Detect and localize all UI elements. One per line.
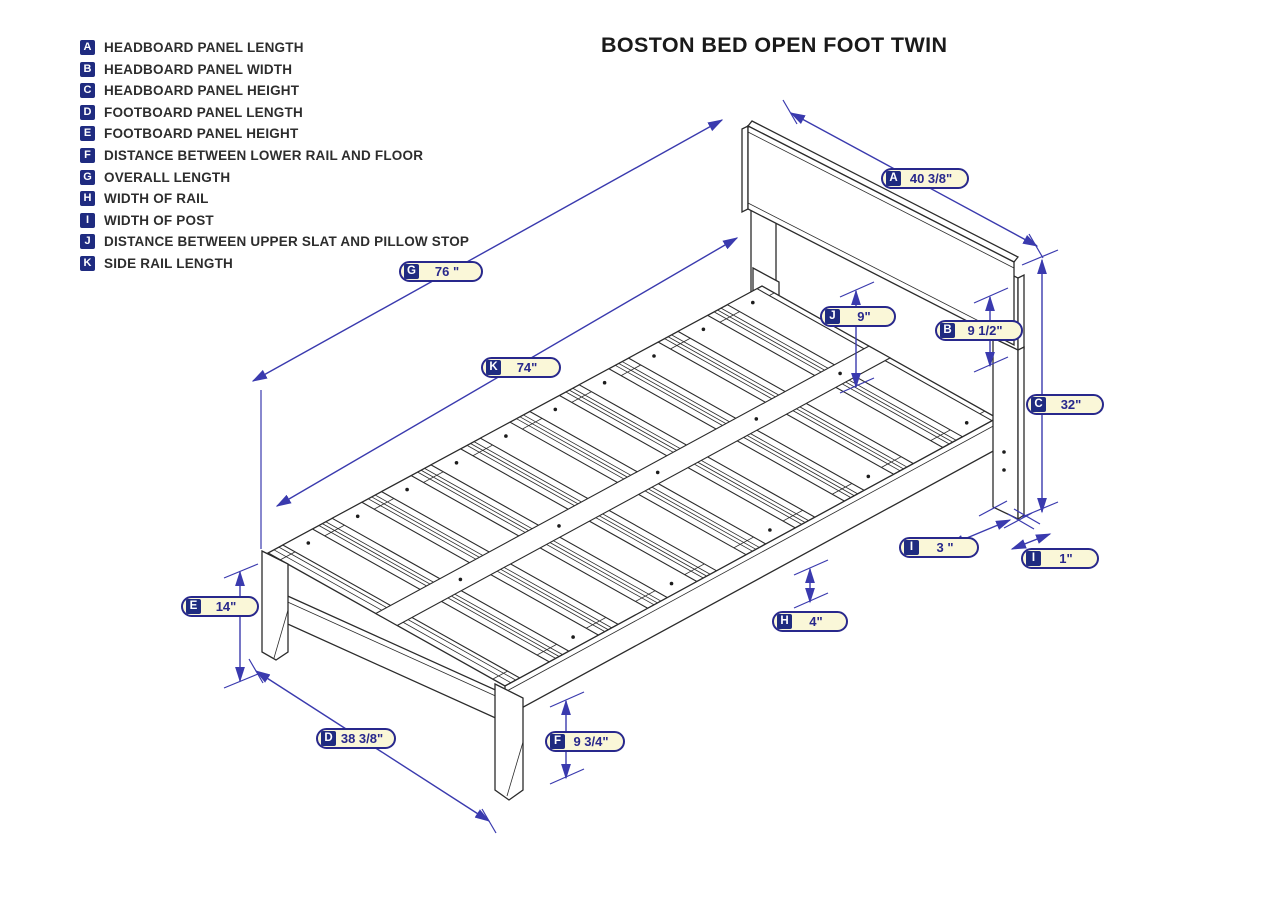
legend-badge-f: F (80, 147, 95, 163)
foot-leg-far (261, 549, 289, 661)
dim-label-k: K 74" (481, 357, 561, 378)
legend-badge-k: K (80, 255, 95, 271)
dim-label-f: F 9 3/4" (545, 731, 625, 752)
dim-label-i-post-width: I 3 " (899, 537, 979, 558)
dim-label-d: D 38 3/8" (316, 728, 396, 749)
dim-badge-g: G (404, 264, 419, 279)
dim-badge-i-post-width: I (904, 540, 919, 555)
legend-badge-h: H (80, 191, 95, 207)
legend-badge-c: C (80, 83, 95, 99)
dim-label-a: A 40 3/8" (881, 168, 969, 189)
dim-badge-b: B (940, 323, 955, 338)
dim-label-e: E 14" (181, 596, 259, 617)
legend-badge-e: E (80, 126, 95, 142)
legend-badge-j: J (80, 234, 95, 250)
legend-badge-g: G (80, 169, 95, 185)
legend-badge-i: I (80, 212, 95, 228)
page-title: BOSTON BED OPEN FOOT TWIN (601, 33, 948, 57)
foot-leg-near (494, 682, 524, 801)
dim-badge-j: J (825, 309, 840, 324)
dim-label-b: B 9 1/2" (935, 320, 1023, 341)
headboard-near-post (992, 336, 1025, 521)
dim-badge-i-post-depth: I (1026, 551, 1041, 566)
dim-label-h: H 4" (772, 611, 848, 632)
dim-label-i-post-depth: I 1" (1021, 548, 1099, 569)
dim-label-j: J 9" (820, 306, 896, 327)
dim-badge-e: E (186, 599, 201, 614)
dim-badge-c: C (1031, 397, 1046, 412)
dim-badge-f: F (550, 734, 565, 749)
dim-label-g: G 76 " (399, 261, 483, 282)
legend-badge-a: A (80, 40, 95, 55)
dim-badge-a: A (886, 171, 901, 186)
dim-badge-h: H (777, 614, 792, 629)
dim-label-c: C 32" (1026, 394, 1104, 415)
dim-badge-d: D (321, 731, 336, 746)
dim-badge-k: K (486, 360, 501, 375)
legend-badge-d: D (80, 104, 95, 120)
legend-badge-b: B (80, 61, 95, 77)
